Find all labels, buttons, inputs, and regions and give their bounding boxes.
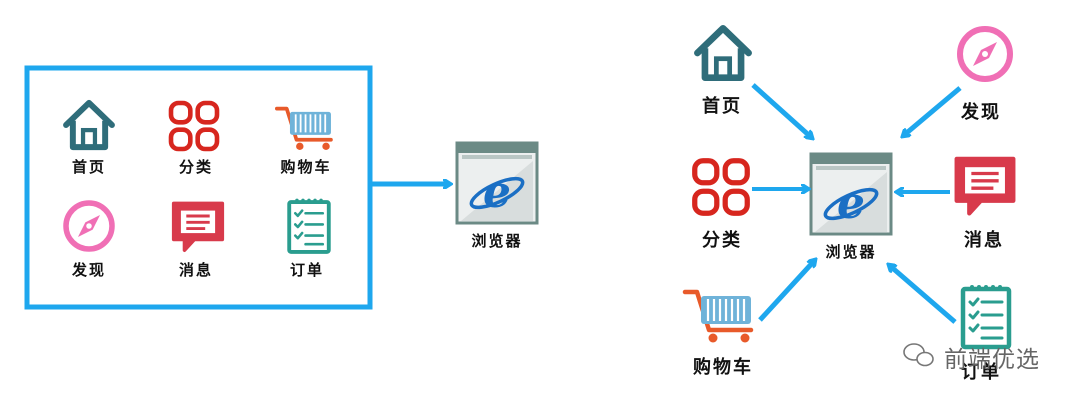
- label-right-home: 首页: [702, 96, 742, 117]
- label-discover: 发现: [71, 261, 107, 279]
- discover-compass-icon: [66, 203, 112, 249]
- browser-icon-left: [455, 141, 539, 225]
- label-right-cart: 购物车: [693, 357, 753, 378]
- grouping-frame: [24, 65, 373, 310]
- right-home-icon: [697, 28, 748, 77]
- label-right-order: 订单: [961, 362, 1001, 383]
- right-shopping-cart-icon: [685, 292, 751, 343]
- label-message: 消息: [178, 261, 214, 279]
- message-bubble-icon: [171, 201, 225, 252]
- label-right-message: 消息: [964, 230, 1004, 251]
- category-grid-icon: [171, 103, 217, 149]
- home-icon: [66, 103, 112, 147]
- label-order: 订单: [289, 261, 325, 279]
- wechat-icon: [903, 343, 934, 367]
- label-cart: 购物车: [280, 158, 332, 176]
- arrow-home-to-browser: [751, 83, 812, 138]
- label-category: 分类: [178, 158, 214, 176]
- shopping-cart-icon: [274, 106, 333, 152]
- order-checklist-icon: [287, 196, 331, 254]
- right-category-grid-icon: [695, 161, 748, 214]
- label-browser-right: 浏览器: [825, 243, 877, 261]
- label-right-discover: 发现: [961, 102, 1001, 123]
- right-order-checklist-icon: [963, 285, 1009, 347]
- label-home: 首页: [71, 158, 107, 176]
- browser-icon-right: [809, 152, 893, 236]
- arrow-order-to-browser: [889, 265, 957, 324]
- label-browser-left: 浏览器: [471, 232, 523, 250]
- arrow-cart-to-browser: [758, 260, 815, 322]
- label-right-category: 分类: [702, 230, 742, 251]
- right-message-bubble-icon: [957, 159, 1014, 214]
- watermark-text: 前端优选: [944, 347, 1040, 373]
- right-discover-compass-icon: [960, 29, 1010, 79]
- arrow-discover-to-browser: [903, 86, 962, 136]
